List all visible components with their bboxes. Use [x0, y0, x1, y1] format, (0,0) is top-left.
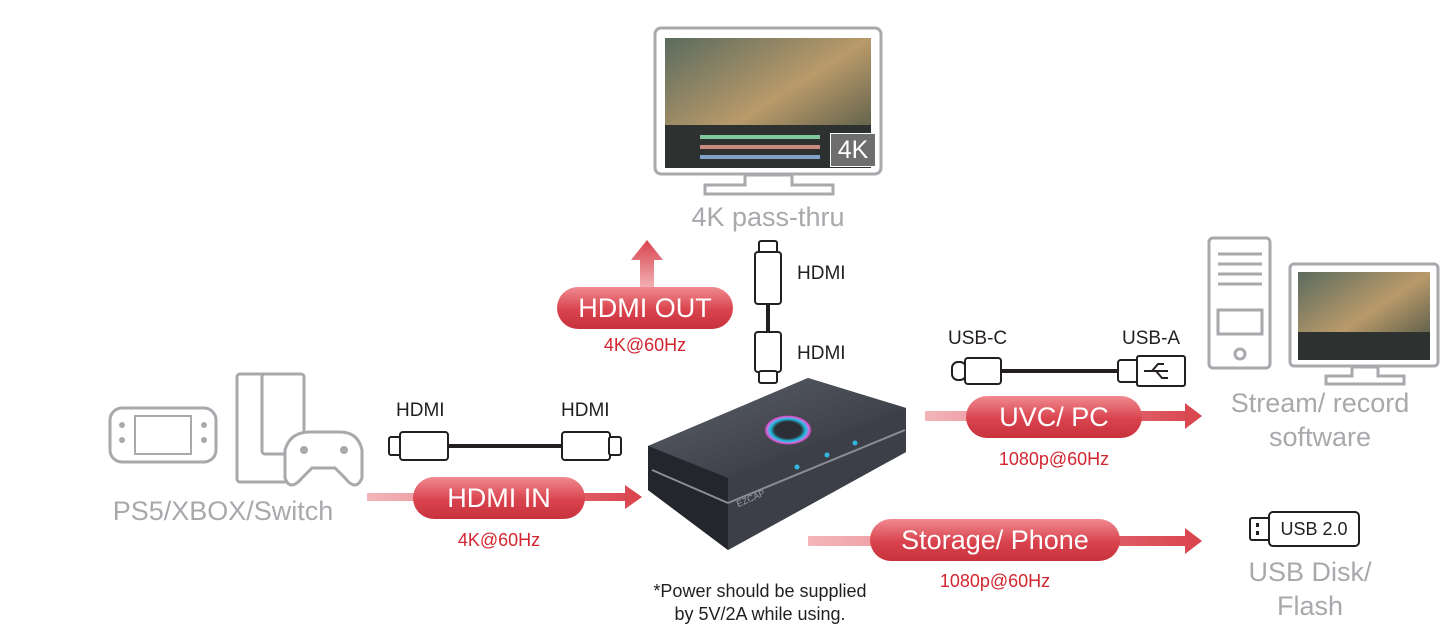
- pc-caption-line2: software: [1268, 422, 1372, 452]
- pc-monitor-icon: [1288, 262, 1440, 386]
- hdmi-in-left-plug-label: HDMI: [396, 400, 445, 421]
- hdmi-out-top-plug-label: HDMI: [797, 263, 846, 284]
- storage-pill: Storage/ Phone: [870, 519, 1120, 561]
- usb-disk-caption-line2: Flash: [1276, 591, 1344, 621]
- usb-c-label: USB-C: [948, 328, 1008, 349]
- hdmi-in-spec: 4K@60Hz: [457, 530, 541, 550]
- hdmi-out-arrow: [631, 240, 663, 290]
- uvc-spec: 1080p@60Hz: [998, 449, 1110, 469]
- consoles-caption: PS5/XBOX/Switch: [112, 496, 334, 526]
- monitor-4k-badge: 4K: [830, 133, 876, 167]
- switch-icon: [108, 406, 218, 464]
- monitor-icon: [653, 26, 883, 196]
- usb-2-badge: USB 2.0: [1280, 519, 1348, 539]
- power-note-line2: by 5V/2A while using.: [674, 604, 846, 624]
- console-tower-icon: [235, 372, 306, 484]
- pc-tower-icon: [1207, 236, 1272, 370]
- hdmi-out-spec: 4K@60Hz: [603, 335, 687, 355]
- pc-caption-line1: Stream/ record: [1230, 388, 1410, 418]
- usb-disk-caption-line1: USB Disk/: [1248, 557, 1372, 587]
- usb-disk-icon: [1249, 511, 1360, 547]
- capture-device: [648, 378, 906, 550]
- monitor-caption: 4K pass-thru: [691, 202, 845, 232]
- hdmi-out-bottom-plug-label: HDMI: [797, 343, 846, 364]
- uvc-pill: UVC/ PC: [966, 396, 1142, 438]
- usb-a-label: USB-A: [1122, 328, 1181, 349]
- hdmi-in-right-plug-label: HDMI: [561, 400, 610, 421]
- hdmi-out-cable: [754, 240, 782, 384]
- storage-spec: 1080p@60Hz: [939, 571, 1051, 591]
- power-note-line1: *Power should be supplied: [653, 581, 867, 601]
- hdmi-in-pill: HDMI IN: [413, 477, 585, 519]
- hdmi-in-cable: [388, 431, 622, 461]
- hdmi-out-pill: HDMI OUT: [557, 287, 733, 329]
- gamepad-icon: [283, 430, 364, 487]
- usb-cable: [951, 355, 1186, 387]
